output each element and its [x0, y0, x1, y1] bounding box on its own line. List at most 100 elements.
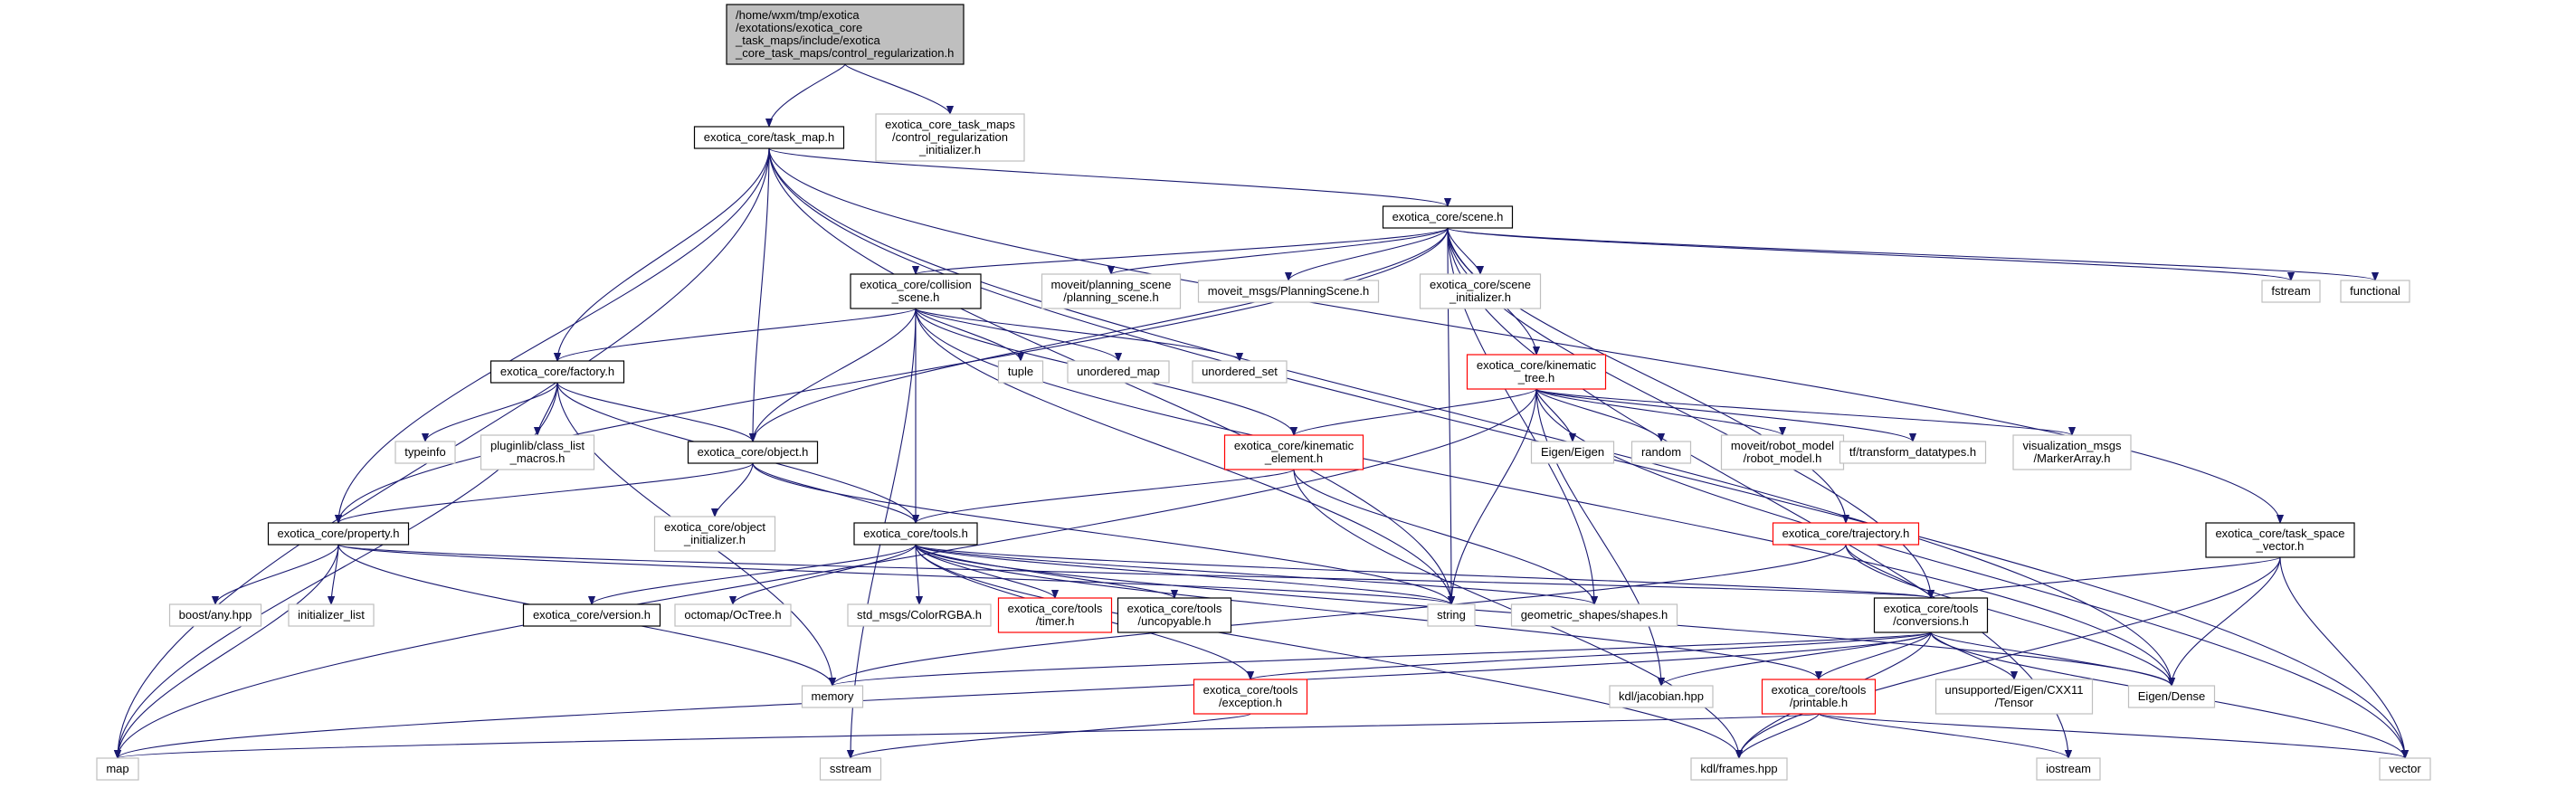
- node-fstream[interactable]: fstream: [2261, 280, 2321, 303]
- node-label: _vector.h: [2256, 539, 2305, 553]
- node-random[interactable]: random: [1630, 441, 1692, 464]
- edge: [118, 388, 1537, 758]
- node-unsupported-tensor[interactable]: unsupported/Eigen/CXX11/Tensor: [1934, 679, 2094, 715]
- node-moveit-planning-scene[interactable]: moveit/planning_scene/planning_scene.h: [1041, 273, 1182, 309]
- node-memory[interactable]: memory: [801, 685, 864, 708]
- node-moveit-msgs-ps[interactable]: moveit_msgs/PlanningScene.h: [1197, 280, 1380, 303]
- node-root[interactable]: /home/wxm/tmp/exotica/exotations/exotica…: [726, 4, 965, 65]
- node-box: [1609, 685, 1714, 708]
- node-property[interactable]: exotica_core/property.h: [267, 522, 410, 546]
- node-box: [997, 597, 1113, 633]
- node-factory[interactable]: exotica_core/factory.h: [490, 360, 625, 384]
- edge-conversions-to-kdl-jacobian: [1661, 631, 1932, 687]
- node-label: /robot_model.h: [1744, 451, 1822, 465]
- node-uncopyable[interactable]: exotica_core/tools/uncopyable.h: [1117, 597, 1232, 633]
- node-map[interactable]: map: [96, 757, 139, 781]
- node-pluginlib[interactable]: pluginlib/class_list_macros.h: [480, 434, 595, 470]
- node-ctrl-init[interactable]: exotica_core_task_maps/control_regulariz…: [875, 113, 1025, 162]
- node-label: unsupported/Eigen/CXX11: [1945, 683, 2084, 697]
- node-trajectory[interactable]: exotica_core/trajectory.h: [1772, 522, 1920, 546]
- node-moveit-robot-model[interactable]: moveit/robot_model/robot_model.h: [1720, 434, 1845, 470]
- node-timer[interactable]: exotica_core/tools/timer.h: [997, 597, 1113, 633]
- node-kdl-frames[interactable]: kdl/frames.hpp: [1690, 757, 1788, 781]
- node-iostream[interactable]: iostream: [2036, 757, 2101, 781]
- node-box: [1197, 280, 1380, 303]
- edge-root-to-task-map: [769, 63, 846, 128]
- edge-task-space-vector-to-vector: [2279, 556, 2405, 758]
- edge: [844, 63, 950, 115]
- edge-trajectory-to-memory: [832, 544, 1847, 687]
- node-tools[interactable]: exotica_core/tools.h: [853, 522, 978, 546]
- edge-collision-scene-to-string: [915, 308, 1451, 604]
- edge: [1535, 388, 1913, 442]
- edge: [768, 147, 1448, 207]
- node-box: [1839, 441, 1987, 464]
- edge-collision-scene-to-object: [753, 308, 917, 441]
- edge-kinematic-tree-to-visualization-msgs: [1535, 388, 2072, 436]
- node-label: unordered_map: [1077, 365, 1160, 378]
- node-box: [2012, 434, 2132, 470]
- node-printable[interactable]: exotica_core/tools/printable.h: [1761, 679, 1877, 715]
- node-string[interactable]: string: [1427, 603, 1476, 627]
- edge-property-to-conversions: [337, 544, 1931, 598]
- edge-tools-to-octomap: [733, 544, 917, 605]
- node-label: exotica_core/object.h: [698, 445, 809, 459]
- edge-task-space-vector-to-conversions: [1931, 556, 2281, 599]
- node-label: _macros.h: [509, 451, 566, 465]
- node-eigen-dense[interactable]: Eigen/Dense: [2127, 685, 2216, 708]
- node-octomap[interactable]: octomap/OcTree.h: [674, 603, 792, 627]
- edge-property-to-map: [118, 544, 339, 758]
- node-unordered-set[interactable]: unordered_set: [1192, 360, 1288, 384]
- node-label: Eigen/Eigen: [1541, 445, 1604, 459]
- edge-scene-to-moveit-msgs-ps: [1288, 227, 1449, 281]
- node-tf-transform[interactable]: tf/transform_datatypes.h: [1839, 441, 1987, 464]
- node-scene-init[interactable]: exotica_core/scene_initializer.h: [1419, 273, 1542, 309]
- node-std-msgs[interactable]: std_msgs/ColorRGBA.h: [847, 603, 992, 627]
- node-task-space-vector[interactable]: exotica_core/task_space_vector.h: [2205, 522, 2355, 558]
- node-label: initializer_list: [298, 608, 365, 622]
- node-object[interactable]: exotica_core/object.h: [687, 441, 819, 464]
- node-unordered-map[interactable]: unordered_map: [1067, 360, 1170, 384]
- node-label: exotica_core/kinematic: [1477, 358, 1597, 372]
- node-geometric-shapes[interactable]: geometric_shapes/shapes.h: [1510, 603, 1678, 627]
- node-label: _core_task_maps/control_regularization.h: [735, 46, 954, 60]
- edge-task-map-to-object: [753, 147, 770, 441]
- node-scene[interactable]: exotica_core/scene.h: [1382, 205, 1514, 229]
- edge-tools-to-version: [592, 544, 917, 605]
- node-object-init[interactable]: exotica_core/object_initializer.h: [653, 516, 776, 552]
- edge: [1447, 227, 2375, 281]
- node-boost-any[interactable]: boost/any.hpp: [168, 603, 262, 627]
- node-functional[interactable]: functional: [2340, 280, 2410, 303]
- edge-tools-to-geometric-shapes: [915, 544, 1594, 605]
- node-conversions[interactable]: exotica_core/tools/conversions.h: [1873, 597, 1989, 633]
- node-eigen-eigen[interactable]: Eigen/Eigen: [1530, 441, 1615, 464]
- edge: [832, 544, 1847, 687]
- edge: [557, 308, 917, 362]
- edge: [1535, 388, 1661, 442]
- node-kinematic-tree[interactable]: exotica_core/kinematic_tree.h: [1466, 354, 1607, 390]
- node-kinematic-element[interactable]: exotica_core/kinematic_element.h: [1223, 434, 1364, 470]
- node-version[interactable]: exotica_core/version.h: [522, 603, 661, 627]
- node-visualization-msgs[interactable]: visualization_msgs/MarkerArray.h: [2012, 434, 2132, 470]
- node-label: /uncopyable.h: [1138, 614, 1212, 628]
- node-label: exotica_core/tools: [1203, 683, 1298, 697]
- node-box: [853, 522, 978, 546]
- edge: [337, 544, 1451, 605]
- node-exception[interactable]: exotica_core/tools/exception.h: [1193, 679, 1308, 715]
- node-collision-scene[interactable]: exotica_core/collision_scene.h: [850, 273, 982, 309]
- node-label: /Tensor: [1995, 696, 2034, 709]
- edge: [715, 462, 754, 517]
- node-tuple[interactable]: tuple: [997, 360, 1044, 384]
- node-label: sstream: [830, 762, 871, 775]
- node-sstream[interactable]: sstream: [819, 757, 882, 781]
- edge-kinematic-tree-to-kinematic-element: [1294, 388, 1537, 436]
- node-initializer-list[interactable]: initializer_list: [288, 603, 375, 627]
- node-typeinfo[interactable]: typeinfo: [394, 441, 456, 464]
- node-kdl-jacobian[interactable]: kdl/jacobian.hpp: [1609, 685, 1714, 708]
- node-task-map[interactable]: exotica_core/task_map.h: [693, 126, 845, 149]
- node-label: /home/wxm/tmp/exotica: [736, 8, 860, 22]
- edge-factory-to-typeinfo: [425, 382, 558, 442]
- node-vector[interactable]: vector: [2379, 757, 2431, 781]
- edge-kinematic-tree-to-eigen-eigen: [1535, 388, 1573, 442]
- node-box: [1530, 441, 1615, 464]
